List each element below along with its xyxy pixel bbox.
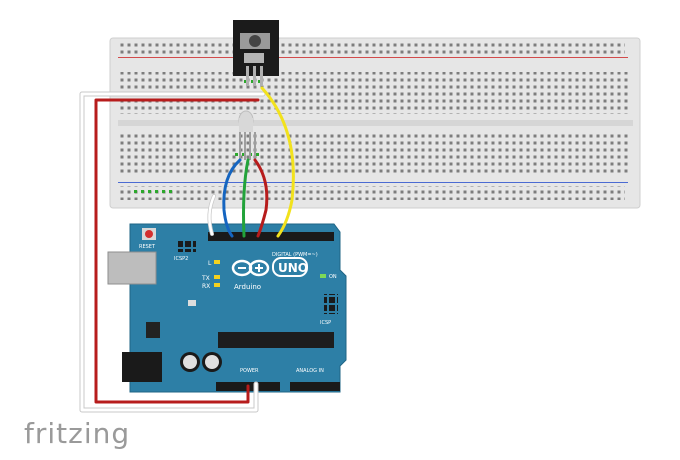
power-label: POWER <box>240 368 259 374</box>
reset-label: RESET <box>139 244 156 250</box>
microcontroller-chip <box>218 332 334 348</box>
analog-label: ANALOG IN <box>296 368 324 374</box>
fritzing-watermark: fritzing <box>24 417 131 450</box>
ir-receiver-module <box>233 20 279 86</box>
icsp-label: ICSP <box>320 320 331 326</box>
wire-5v <box>94 98 260 404</box>
wire-blue <box>222 158 242 238</box>
wire-yellow <box>260 86 295 238</box>
arduino-uno-board: RESET ICSP2 DIGITAL (PWM=~) L TX RX UNO … <box>107 223 347 393</box>
icsp2-label: ICSP2 <box>174 256 188 262</box>
wire-red-led <box>253 158 269 238</box>
on-label: ON <box>329 274 337 280</box>
breadboard <box>109 37 641 209</box>
digital-label: DIGITAL (PWM=~) <box>272 252 318 258</box>
led-tx-label: TX <box>201 275 210 282</box>
brand-label: Arduino <box>234 283 261 291</box>
rgb-led <box>238 110 256 160</box>
led-rx-label: RX <box>202 283 210 290</box>
wires <box>79 86 295 413</box>
usb-port <box>107 251 157 285</box>
wire-green <box>242 158 250 238</box>
model-label: UNO <box>278 261 308 275</box>
arduino-logo: UNO Arduino <box>231 257 308 291</box>
led-l-label: L <box>208 260 212 267</box>
power-jack <box>122 352 162 382</box>
